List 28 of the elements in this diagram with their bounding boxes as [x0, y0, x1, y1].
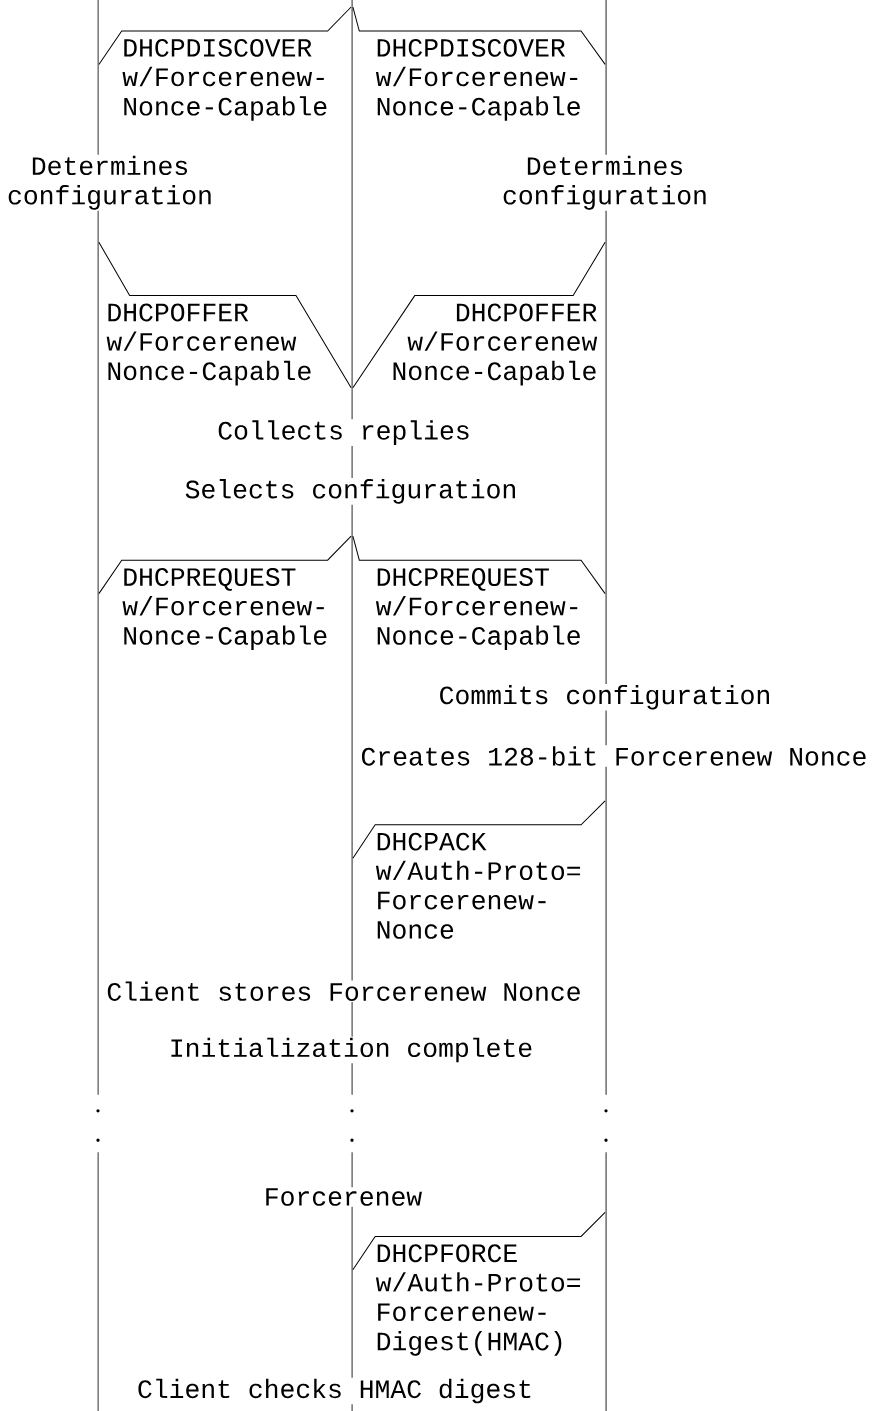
edge-label: DHCPOFFER w/Forcerenew Nonce-Capable [106, 303, 311, 386]
message-line [352, 6, 606, 65]
lifeline [605, 0, 607, 1411]
note-text: Commits configuration [437, 683, 773, 711]
note-text: Determines configuration [496, 154, 714, 211]
message-line [352, 800, 606, 859]
note-text: Collects replies [216, 419, 472, 446]
edge-label: DHCPACK w/Auth-Proto= Forcerenew- Nonce [375, 832, 581, 939]
note-text: Client checks HMAC digest [135, 1377, 535, 1405]
edge-label: DHCPREQUEST w/Forcerenew- Nonce-Capable [122, 568, 327, 651]
note-text: Creates 128-bit Forcerenew Nonce [359, 745, 869, 767]
note-text: Client stores Forcerenew Nonce [105, 980, 583, 1002]
message-line [352, 535, 606, 595]
message-line [98, 6, 352, 65]
note-text: Determines configuration [1, 154, 219, 211]
edge-label: DHCPDISCOVER w/Forcerenew- Nonce-Capable [122, 38, 327, 121]
edge-label: DHCPREQUEST w/Forcerenew- Nonce-Capable [375, 568, 580, 651]
message-line [98, 535, 352, 595]
message-line [352, 1211, 606, 1271]
lifeline [97, 0, 99, 1411]
message-line [98, 241, 352, 389]
message-line [352, 241, 606, 389]
note-text: Selects configuration [183, 478, 519, 505]
edge-label: DHCPDISCOVER w/Forcerenew- Nonce-Capable [375, 38, 580, 121]
note-text: Initialization complete [167, 1036, 535, 1064]
edge-label: DHCPFORCE w/Auth-Proto= Forcerenew- Digest(HMAC) [375, 1244, 581, 1356]
edge-label: DHCPOFFER w/Forcerenew Nonce-Capable [393, 303, 598, 386]
note-text: Forcerenew [262, 1187, 424, 1207]
